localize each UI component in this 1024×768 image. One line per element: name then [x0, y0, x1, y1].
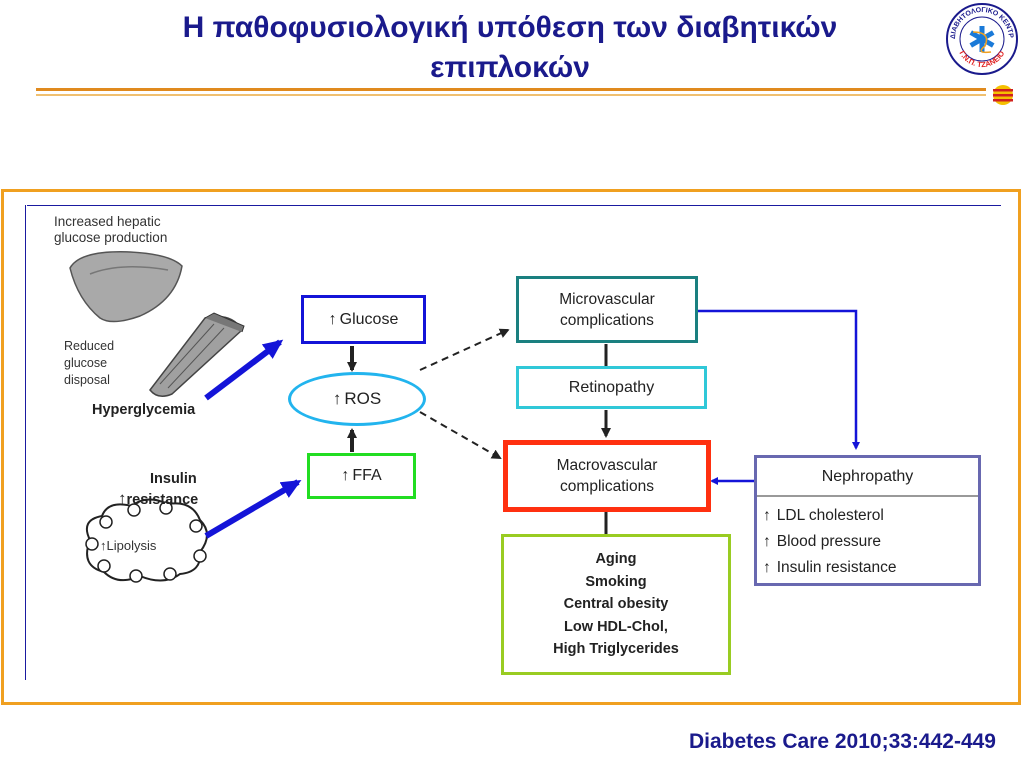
insulin-label-line-1: Insulin — [150, 471, 197, 487]
hyperglycemia-label: Hyperglycemia — [92, 402, 196, 418]
ffa-box: ↑FFA — [307, 453, 416, 499]
microvascular-box: Microvascular complications — [516, 276, 698, 343]
disposal-label-line-3: disposal — [64, 373, 110, 387]
insulin-resistance-label: Insulin ↑resistance — [118, 470, 198, 510]
nephropathy-box: Nephropathy ↑ LDL cholesterol ↑ Blood pres… — [754, 455, 981, 586]
macrovascular-label-line-2: complications — [560, 478, 654, 495]
micro-to-nephropathy-arrow — [698, 309, 860, 450]
up-arrow-icon: ↑ — [332, 389, 342, 408]
risk-factor-smoking: Smoking — [585, 573, 647, 590]
nephropathy-label: Nephropathy — [757, 458, 978, 497]
macrovascular-label-line-1: Macrovascular — [556, 457, 658, 474]
diagram-left-line — [25, 205, 26, 680]
glucose-label: Glucose — [339, 310, 399, 328]
retinopathy-box: Retinopathy — [516, 366, 707, 409]
slide-title-line-2: επιπλοκών — [430, 51, 590, 84]
microvascular-label-line-1: Microvascular — [559, 290, 655, 308]
risk-factor-obesity: Central obesity — [563, 596, 669, 613]
diagram-frame — [1, 189, 1021, 705]
up-arrow-icon: ↑ — [341, 467, 350, 484]
lipolysis-label: ↑Lipolysis — [100, 538, 156, 554]
ffa-label: FFA — [352, 467, 382, 484]
liver-image — [69, 251, 183, 323]
slide-title: Η παθοφυσιολογική υπόθεση των διαβητικών… — [100, 8, 920, 88]
disposal-label-line-1: Reduced — [64, 339, 115, 353]
hepatic-label: Increased hepatic glucose production — [54, 214, 167, 246]
diagram-top-line — [27, 205, 1001, 206]
ldl-cholesterol-label: LDL cholesterol — [776, 507, 884, 524]
diabetes-center-logo: ΔΙΑΒΗΤΟΛΟΓΙΚΟ ΚΕΝΤΡΟ Γ.Ν.Π. ΤΖΑΝΕΙΟ — [945, 2, 1018, 75]
hepatic-label-line-1: Increased hepatic — [54, 214, 161, 229]
glucose-box: ↑Glucose — [301, 295, 426, 344]
lipolysis-to-ffa-arrow — [204, 479, 302, 539]
hyperglycemia-to-glucose-arrow — [204, 339, 284, 401]
citation: Diabetes Care 2010;33:442-449 — [688, 730, 996, 753]
ros-label: ROS — [344, 389, 382, 408]
header-rule — [36, 88, 986, 91]
risk-factor-triglycerides: High Triglycerides — [553, 641, 679, 658]
risk-factor-aging: Aging — [595, 551, 637, 568]
lipolysis-text: Lipolysis — [106, 538, 157, 553]
macrovascular-box: Macrovascular complications — [503, 440, 711, 512]
retinopathy-label: Retinopathy — [568, 378, 655, 396]
star-of-life-icon — [969, 26, 995, 52]
up-arrow-icon: ↑ — [328, 310, 337, 328]
adipose-cloud-image — [85, 498, 208, 583]
up-arrow-icon: ↑ — [100, 538, 107, 553]
up-arrow-icon: ↑ — [763, 533, 771, 550]
header-rule-thin — [36, 94, 986, 96]
insulin-resistance-item: Insulin resistance — [776, 559, 897, 576]
risk-factors-box: Aging Smoking Central obesity Low HDL-Ch… — [501, 534, 731, 675]
ros-to-microvascular-arrow — [419, 328, 510, 371]
ros-ellipse: ↑ROS — [288, 372, 426, 426]
up-arrow-icon: ↑ — [118, 489, 127, 508]
hepatic-label-line-2: glucose production — [54, 230, 168, 245]
slide-title-line-1: Η παθοφυσιολογική υπόθεση των διαβητικών — [182, 11, 838, 44]
ros-to-macrovascular-arrow — [419, 411, 502, 459]
risk-factor-hdl: Low HDL-Chol, — [564, 618, 668, 635]
muscle-image — [149, 312, 245, 397]
blood-pressure-label: Blood pressure — [776, 533, 882, 550]
microvascular-label-line-2: complications — [560, 311, 654, 329]
disposal-label: Reduced glucose disposal — [64, 338, 114, 389]
disposal-label-line-2: glucose — [64, 356, 108, 370]
up-arrow-icon: ↑ — [763, 559, 771, 576]
insulin-label-line-2: resistance — [126, 492, 199, 508]
up-arrow-icon: ↑ — [763, 507, 771, 524]
striped-flag-icon — [993, 85, 1013, 105]
